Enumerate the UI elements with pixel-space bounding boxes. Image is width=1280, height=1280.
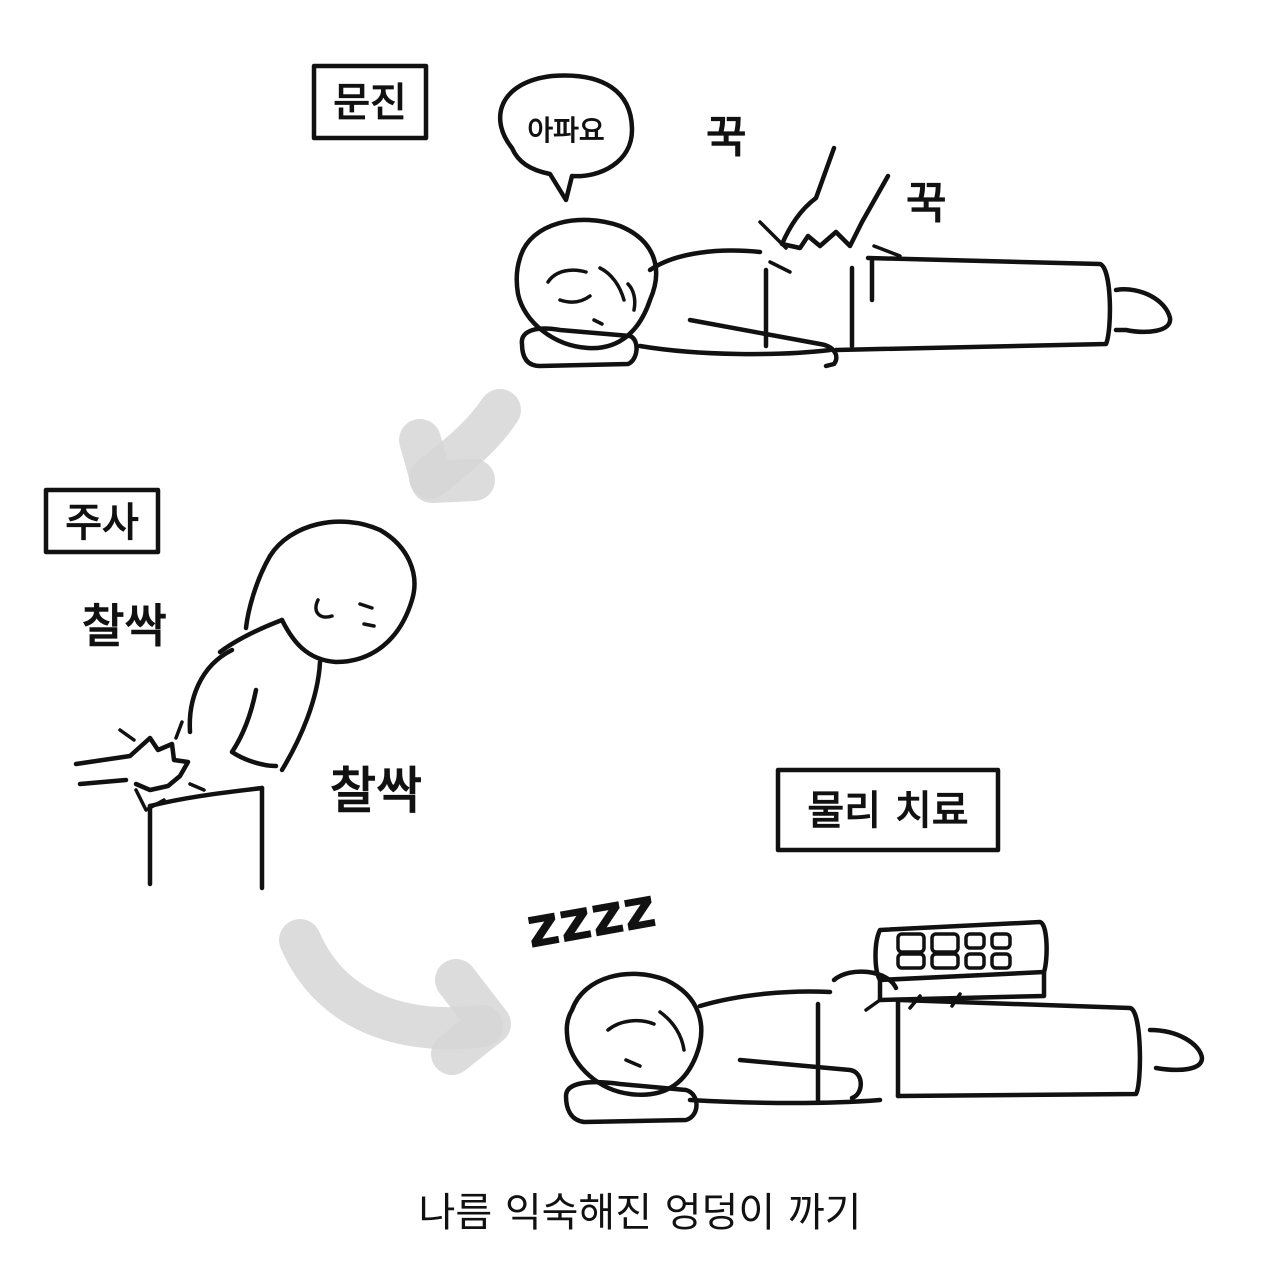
bending-person [73,519,417,891]
sleep-sfx: zzzz [521,875,661,962]
sleeping-patient [563,969,1205,1125]
injection-label: 주사 [65,500,139,546]
injection-label-box [43,487,161,555]
down-left-arrow-icon [399,389,521,503]
caption: 나름 익숙해진 엉덩이 까기 [418,1190,862,1236]
therapy-label: 물리 치료 [807,788,968,834]
lying-patient [514,145,1173,369]
slap-sfx-1: 찰싹 [82,599,167,653]
press-sfx-1: 꾹 [706,112,746,163]
down-right-arrow-icon [279,919,511,1075]
hand-icon [73,735,191,793]
consultation-scene: 문진 아파요 꾹 꾹 [311,63,1173,369]
therapy-machine-icon [864,919,1049,1012]
injection-scene: 주사 찰싹 찰싹 [43,487,422,891]
slap-sfx-2: 찰싹 [330,762,422,820]
speech-bubble: 아파요 [497,73,635,203]
speech-text: 아파요 [527,114,604,147]
consultation-label-box [311,63,429,141]
consultation-label: 문진 [333,80,407,126]
hand-icon [779,145,891,251]
press-sfx-2: 꾹 [906,178,946,229]
therapy-label-box [775,767,1001,853]
therapy-scene: 물리 치료 zzzz [521,767,1205,1125]
